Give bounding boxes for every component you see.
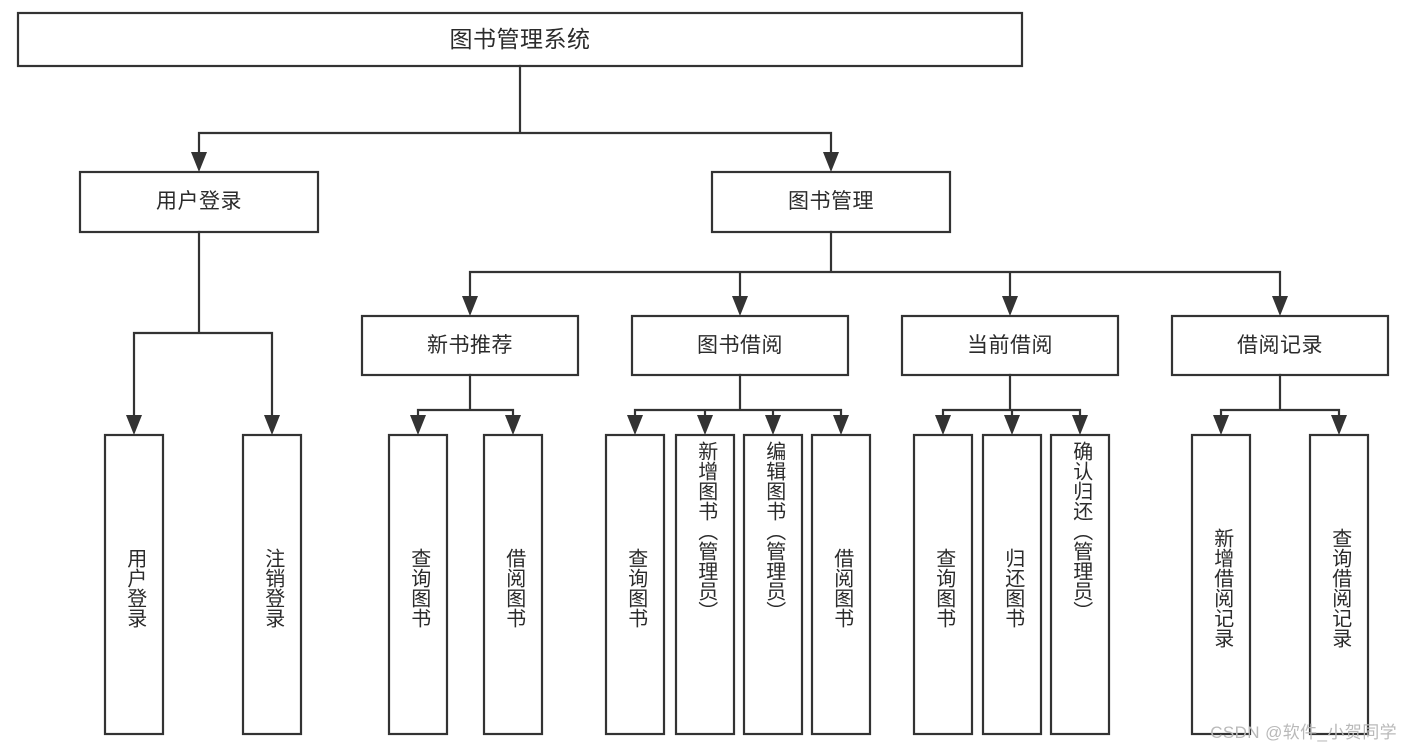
- arrow-book-manage-to-current-borrow: [1002, 296, 1018, 316]
- arrow-user-login-to-leaf-logout: [264, 415, 280, 435]
- node-box-leaf-query-book-3[interactable]: [912, 433, 974, 736]
- node-box-leaf-query-record[interactable]: [1308, 433, 1370, 736]
- arrow-current-borrow-to-leaf-confirm-return: [1072, 415, 1088, 435]
- arrow-current-borrow-to-leaf-return-book: [1004, 415, 1020, 435]
- node-box-book-borrow[interactable]: [630, 314, 850, 377]
- arrow-user-login-to-leaf-user-login: [126, 415, 142, 435]
- arrow-current-borrow-to-leaf-query-book-3: [935, 415, 951, 435]
- node-box-leaf-confirm-return[interactable]: [1049, 433, 1111, 736]
- arrow-book-manage-to-book-borrow: [732, 296, 748, 316]
- arrow-book-borrow-to-leaf-borrow-book-2: [833, 415, 849, 435]
- arrow-root-to-user-login: [191, 152, 207, 172]
- node-box-current-borrow[interactable]: [900, 314, 1120, 377]
- node-box-leaf-borrow-book-2[interactable]: [810, 433, 872, 736]
- node-box-book-manage[interactable]: [710, 170, 952, 234]
- arrow-borrow-record-to-leaf-query-record: [1331, 415, 1347, 435]
- edge-current-borrow-bus: [941, 373, 1082, 420]
- arrow-root-to-book-manage: [823, 152, 839, 172]
- node-box-borrow-record[interactable]: [1170, 314, 1390, 377]
- node-box-new-book-rec[interactable]: [360, 314, 580, 377]
- edge-root-bus: [197, 64, 833, 157]
- node-box-user-login[interactable]: [78, 170, 320, 234]
- node-box-root[interactable]: [16, 11, 1024, 68]
- arrow-new-book-rec-to-leaf-query-book-1: [410, 415, 426, 435]
- edge-book-manage-bus: [468, 230, 1282, 301]
- watermark-text: CSDN @软件_小贺同学: [1210, 723, 1397, 742]
- edge-borrow-record-bus: [1219, 373, 1341, 420]
- node-box-leaf-add-book[interactable]: [674, 433, 736, 736]
- arrow-book-borrow-to-leaf-query-book-2: [627, 415, 643, 435]
- node-box-leaf-user-login[interactable]: [103, 433, 165, 736]
- node-box-leaf-add-record[interactable]: [1190, 433, 1252, 736]
- edge-user-login-bus: [132, 230, 274, 420]
- arrow-borrow-record-to-leaf-add-record: [1213, 415, 1229, 435]
- arrow-new-book-rec-to-leaf-borrow-book-1: [505, 415, 521, 435]
- node-box-leaf-borrow-book-1[interactable]: [482, 433, 544, 736]
- node-box-leaf-edit-book[interactable]: [742, 433, 804, 736]
- arrow-book-manage-to-new-book-rec: [462, 296, 478, 316]
- arrow-book-manage-to-borrow-record: [1272, 296, 1288, 316]
- arrow-book-borrow-to-leaf-edit-book: [765, 415, 781, 435]
- node-box-leaf-query-book-1[interactable]: [387, 433, 449, 736]
- edge-new-book-rec-bus: [416, 373, 515, 420]
- node-box-leaf-query-book-2[interactable]: [604, 433, 666, 736]
- edge-book-borrow-bus: [633, 373, 843, 420]
- node-box-leaf-return-book[interactable]: [981, 433, 1043, 736]
- arrow-book-borrow-to-leaf-add-book: [697, 415, 713, 435]
- node-box-leaf-logout[interactable]: [241, 433, 303, 736]
